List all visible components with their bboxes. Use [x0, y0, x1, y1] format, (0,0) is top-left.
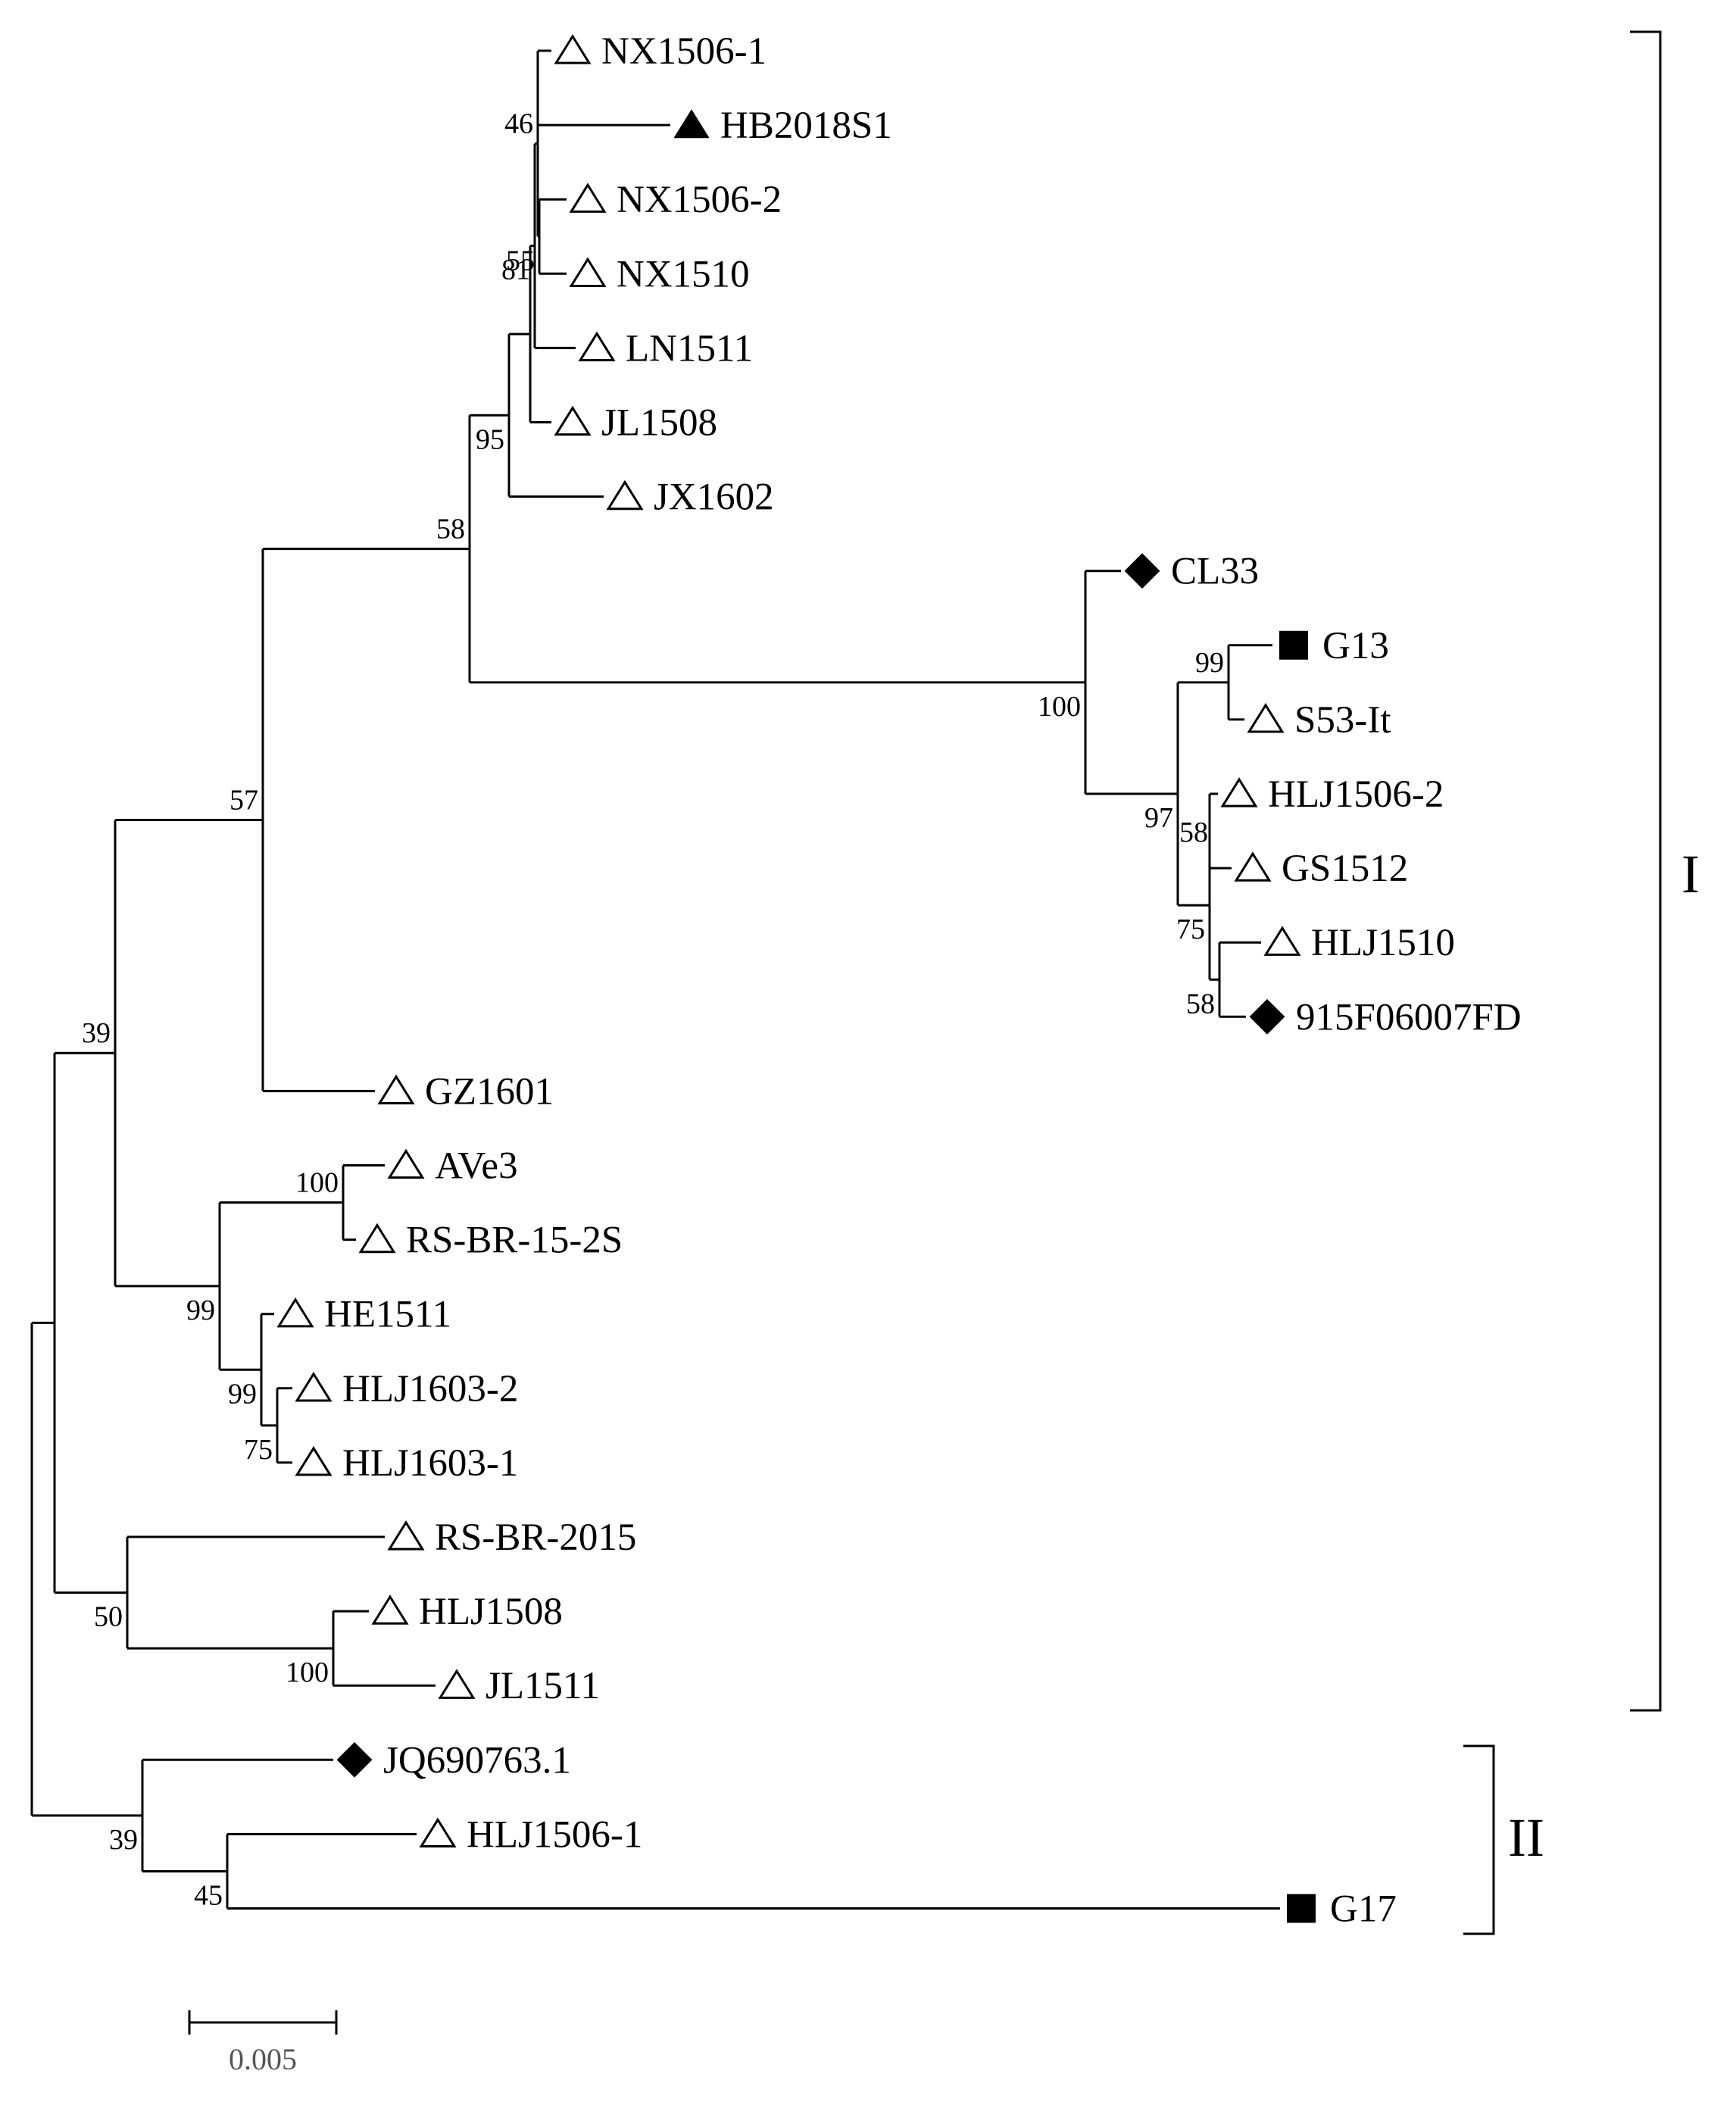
bootstrap-value: 39	[109, 1824, 138, 1856]
leaf-label: JL1511	[486, 1665, 600, 1707]
bootstrap-value: 75	[1176, 914, 1205, 945]
open-triangle-icon	[554, 405, 592, 436]
filled-square-icon	[1279, 630, 1308, 660]
leaf-label: CL33	[1171, 551, 1259, 593]
leaf-label: JL1508	[601, 402, 717, 445]
bootstrap-value: 95	[476, 423, 504, 455]
open-triangle-icon	[1247, 703, 1285, 733]
leaf-label: GS1512	[1282, 848, 1408, 890]
bootstrap-value: 46	[504, 108, 533, 140]
bootstrap-value: 100	[1038, 691, 1081, 723]
leaf-label: HLJ1506-2	[1268, 773, 1444, 816]
open-triangle-icon	[606, 479, 644, 511]
leaf-label: LN1511	[626, 327, 753, 370]
open-triangle-icon	[387, 1520, 425, 1551]
bootstrap-value: 99	[186, 1295, 215, 1326]
leaf-label: G17	[1330, 1888, 1397, 1931]
leaf-label: G13	[1322, 625, 1389, 667]
leaf-label: GZ1601	[425, 1070, 554, 1113]
bootstrap-value: 39	[82, 1017, 111, 1049]
bootstrap-value: 50	[94, 1601, 123, 1633]
open-triangle-icon	[438, 1669, 476, 1699]
bootstrap-value: 58	[1186, 988, 1215, 1020]
bootstrap-value: 100	[295, 1167, 339, 1199]
leaf-label: HB2018S1	[720, 105, 892, 147]
open-triangle-icon	[554, 34, 592, 64]
filled-square-icon	[1287, 1894, 1316, 1923]
leaf-label: HLJ1508	[419, 1591, 563, 1633]
bootstrap-value: 100	[286, 1657, 329, 1688]
filled-triangle-icon	[673, 109, 710, 139]
open-triangle-icon	[295, 1446, 333, 1476]
open-triangle-icon	[377, 1074, 415, 1105]
bootstrap-value: 75	[244, 1434, 273, 1466]
filled-diamond-icon	[1249, 998, 1285, 1035]
clade-label: II	[1508, 1807, 1544, 1868]
clade-bracket	[1630, 30, 1662, 1712]
scale-bar-label: 0.005	[229, 2042, 297, 2076]
open-triangle-icon	[569, 183, 607, 213]
leaf-label: HE1511	[324, 1294, 451, 1336]
clade-label: I	[1681, 844, 1700, 904]
open-triangle-icon	[295, 1371, 333, 1402]
bootstrap-value: 58	[436, 514, 465, 545]
leaf-label: HLJ1603-1	[342, 1442, 518, 1485]
filled-diamond-icon	[1124, 553, 1160, 589]
leaf-label: NX1506-2	[617, 179, 782, 221]
open-triangle-icon	[569, 257, 607, 287]
leaf-label: HLJ1506-1	[467, 1813, 642, 1856]
bootstrap-value: 45	[194, 1879, 223, 1911]
scale-bar: 0.005	[188, 2010, 338, 2076]
open-triangle-icon	[419, 1817, 457, 1848]
clade-brackets: III	[1463, 30, 1700, 1935]
open-triangle-icon	[276, 1297, 314, 1328]
open-triangle-icon	[387, 1148, 425, 1179]
leaf-label: RS-BR-15-2S	[406, 1220, 623, 1262]
leaf-label: NX1506-1	[601, 30, 767, 73]
leaf-label: JX1602	[654, 476, 774, 519]
leaf-label: HLJ1510	[1311, 922, 1455, 964]
tree-branches	[30, 49, 1280, 1910]
bootstrap-value: 99	[228, 1378, 257, 1410]
bootstrap-value: 81	[501, 255, 530, 286]
open-triangle-icon	[1234, 851, 1272, 882]
filled-diamond-icon	[336, 1741, 373, 1778]
leaf-label: AVe3	[435, 1145, 518, 1188]
leaf-label: NX1510	[617, 253, 750, 295]
leaf-label: RS-BR-2015	[435, 1516, 636, 1559]
bootstrap-value: 97	[1144, 802, 1173, 834]
bootstrap-value: 55	[506, 245, 535, 276]
leaf-labels: NX1506-1HB2018S1NX1506-2NX1510LN1511JL15…	[276, 30, 1522, 1931]
bootstrap-value: 57	[229, 784, 258, 816]
open-triangle-icon	[578, 331, 616, 362]
leaf-label: JQ690763.1	[383, 1739, 571, 1782]
clade-bracket	[1463, 1744, 1495, 1935]
leaf-label: HLJ1603-2	[342, 1368, 518, 1410]
open-triangle-icon	[1263, 926, 1301, 956]
open-triangle-icon	[371, 1594, 409, 1625]
open-triangle-icon	[358, 1223, 396, 1254]
bootstrap-value: 99	[1195, 647, 1224, 679]
leaf-label: S53-It	[1294, 699, 1391, 742]
leaf-label: 915F06007FD	[1296, 996, 1522, 1038]
open-triangle-icon	[1220, 777, 1258, 807]
bootstrap-value: 58	[1179, 817, 1208, 848]
